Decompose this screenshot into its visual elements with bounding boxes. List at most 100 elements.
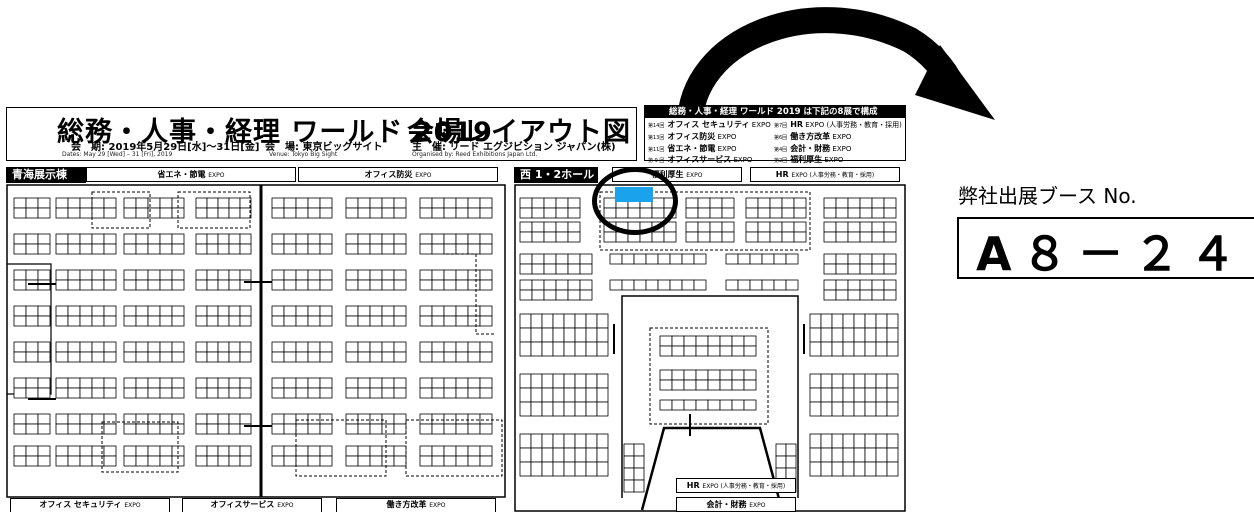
booth (585, 313, 598, 329)
booth (530, 313, 543, 329)
booth (707, 335, 721, 347)
booth (419, 197, 433, 209)
booth (345, 243, 359, 255)
expo-item: 第11回省エネ・節電 EXPO (648, 143, 737, 153)
booth (239, 197, 252, 209)
booth (319, 207, 333, 219)
booth-block (271, 305, 333, 327)
booth (543, 231, 557, 243)
booth (239, 279, 252, 291)
booth-block (55, 269, 117, 291)
booth (864, 433, 877, 449)
booth (552, 327, 565, 343)
booth (479, 197, 493, 209)
booth (531, 279, 545, 291)
booth (147, 279, 161, 291)
booth (319, 269, 333, 281)
booth (295, 413, 309, 425)
booth (859, 253, 873, 265)
booth (195, 455, 208, 467)
zone-tab-security: オフィス セキュリティ EXPO (10, 498, 170, 512)
booth (864, 387, 877, 403)
booth (842, 461, 855, 477)
booth (171, 305, 185, 317)
booth (103, 279, 117, 291)
booth (431, 351, 445, 363)
booth (835, 279, 849, 291)
booth (773, 279, 787, 291)
booth (543, 253, 557, 265)
booth (695, 379, 709, 391)
booth (431, 269, 445, 281)
booth (307, 269, 321, 281)
booth (147, 351, 161, 363)
booth (853, 341, 866, 357)
booth (217, 243, 230, 255)
booth-block (271, 269, 333, 291)
booth-block (419, 305, 493, 327)
booth (123, 207, 137, 219)
booth (567, 279, 581, 291)
zone-tab-workstyle: 働き方改革 EXPO (336, 498, 496, 512)
booth (147, 269, 161, 281)
booth (357, 413, 371, 425)
booth (574, 327, 587, 343)
booth (467, 269, 481, 281)
booth (345, 413, 359, 425)
booth (731, 345, 745, 357)
expo-item: 第13回オフィス防災 EXPO (648, 131, 737, 141)
booth (228, 269, 241, 281)
booth (585, 461, 598, 477)
booth (683, 399, 697, 411)
booth (239, 341, 252, 353)
booth (393, 243, 407, 255)
booth (886, 341, 899, 357)
booth (67, 387, 81, 399)
booth (695, 399, 709, 411)
booth (621, 279, 635, 291)
booth (823, 197, 837, 209)
zone-outline (649, 327, 769, 425)
booth (393, 351, 407, 363)
booth (345, 207, 359, 219)
booth (479, 413, 493, 425)
booth (55, 305, 69, 317)
booth (307, 197, 321, 209)
booth (823, 253, 837, 265)
booth (623, 479, 635, 493)
booth (585, 433, 598, 449)
booth-block (55, 377, 117, 399)
booth (823, 231, 837, 243)
booth (357, 445, 371, 457)
booth-block (123, 233, 185, 255)
booth (555, 279, 569, 291)
booth (567, 289, 581, 301)
booth (633, 443, 645, 457)
booth (123, 445, 137, 457)
booth (519, 279, 533, 291)
booth (103, 377, 117, 389)
zone-tab-accounting: 会計・財務 EXPO (676, 497, 796, 512)
booth (369, 413, 383, 425)
booth (552, 341, 565, 357)
booth (623, 443, 635, 457)
expo-list-col1: 第14回オフィス セキュリティ EXPO 第13回オフィス防災 EXPO 第11… (648, 120, 771, 167)
booth (455, 315, 469, 327)
booth (809, 461, 822, 477)
booth (455, 197, 469, 209)
booth (319, 413, 333, 425)
booth (479, 269, 493, 281)
booth (135, 423, 149, 435)
booth (853, 447, 866, 463)
booth (239, 269, 252, 281)
booth (831, 327, 844, 343)
booth (531, 253, 545, 265)
booth (781, 197, 795, 209)
booth (809, 313, 822, 329)
booth (25, 243, 39, 255)
booth (147, 341, 161, 353)
booth (91, 233, 105, 245)
booth (443, 269, 457, 281)
booth (283, 387, 297, 399)
booth (657, 279, 671, 291)
